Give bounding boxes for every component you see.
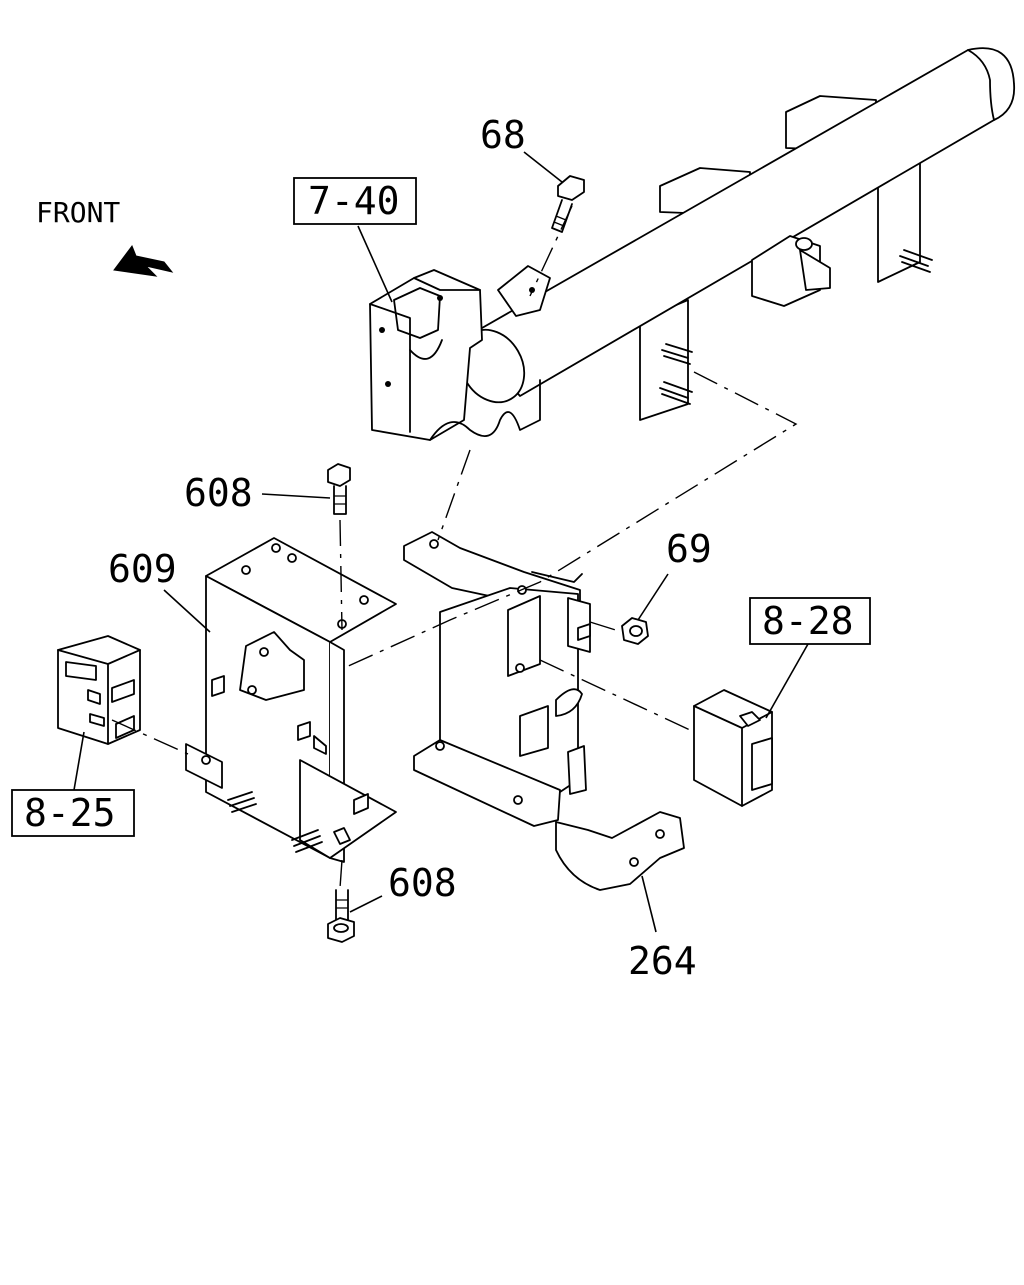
callout-69: 69: [666, 527, 712, 571]
bracket-609: [185, 537, 397, 863]
cross-beam-tube: [458, 47, 1016, 421]
callout-box-8-25: [11, 789, 135, 837]
relay-8-28: [693, 689, 773, 807]
bolt-68: [551, 175, 585, 233]
callout-box-8-28: [749, 597, 871, 645]
leader-lines: [73, 151, 809, 933]
front-arrow-icon: [113, 244, 174, 277]
callout-68: 68: [480, 113, 526, 157]
bolt-608-top: [327, 463, 351, 515]
callouts: 68 7-40 608 609 69 8-28 8-25 608 264: [11, 113, 871, 983]
front-label: FRONT: [36, 196, 120, 229]
bracket-264-foot: [555, 811, 685, 891]
tube-body: [467, 47, 1016, 397]
assembly-lines: [111, 205, 798, 889]
callout-box-7-40: [293, 177, 417, 225]
callout-8-25: 8-25: [24, 791, 116, 835]
callout-8-28: 8-28: [762, 599, 854, 643]
nut-69: [621, 617, 649, 645]
callout-264: 264: [628, 939, 697, 983]
callout-608-top: 608: [184, 471, 253, 515]
bolt-608-bottom: [327, 889, 355, 943]
relay-8-25: [57, 635, 141, 745]
callout-609: 609: [108, 547, 177, 591]
callout-7-40: 7-40: [308, 179, 400, 223]
callout-608-bottom: 608: [388, 861, 457, 905]
beam-bracket-left: [497, 265, 551, 317]
bracket-264: [403, 531, 685, 891]
front-direction-indicator: FRONT: [36, 196, 174, 277]
relay-clip-7-40: [369, 269, 541, 441]
beam-studs: [659, 249, 933, 405]
